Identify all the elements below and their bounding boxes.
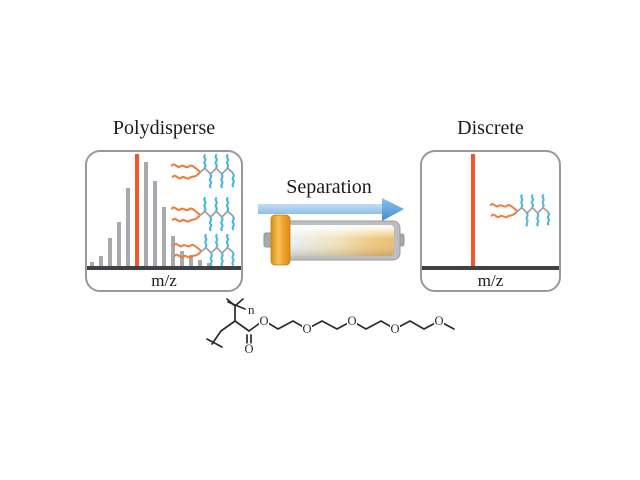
discrete-panel: m/z xyxy=(420,150,561,292)
oxygen-label: O xyxy=(302,322,311,336)
chemical-structure: n O O O O O O xyxy=(206,298,455,356)
spectrum-bar xyxy=(117,222,121,266)
repeat-count-label: n xyxy=(248,302,255,317)
polydisperse-title: Polydisperse xyxy=(112,117,216,139)
separation-arrow-icon xyxy=(258,198,404,221)
polymer-cartoon xyxy=(169,197,237,237)
oxygen-label: O xyxy=(244,342,253,356)
mz-axis-line xyxy=(422,266,559,270)
spectrum-bar xyxy=(171,236,175,266)
peg-chain-bonds xyxy=(267,320,455,330)
spectrum-bar xyxy=(126,188,130,266)
mz-axis-label: m/z xyxy=(477,271,504,290)
oxygen-label: O xyxy=(347,314,356,328)
atom-label-masks xyxy=(244,315,444,355)
backbone-bonds xyxy=(211,320,250,345)
chain-break-slash xyxy=(206,338,223,348)
spectrum-bar xyxy=(198,260,202,266)
carbonyl-double-bond xyxy=(246,334,252,344)
spectrum-bar xyxy=(189,255,193,266)
oxygen-label: O xyxy=(259,314,268,328)
repeat-slash xyxy=(227,301,246,310)
mz-axis-label: m/z xyxy=(151,271,177,290)
ester-bond xyxy=(248,322,261,332)
spectrum-bar xyxy=(144,162,148,266)
polymer-cartoon xyxy=(169,154,237,194)
chromatography-column-icon xyxy=(263,214,405,266)
mass-spectrum-bars xyxy=(90,154,211,266)
oxygen-label: O xyxy=(434,314,443,328)
polymer-cartoon xyxy=(488,194,552,232)
spectrum-bar xyxy=(99,256,103,266)
spectrum-bar xyxy=(108,238,112,266)
spectrum-bar xyxy=(153,181,157,266)
spectrum-bar xyxy=(90,262,94,266)
spectrum-bar xyxy=(180,251,184,266)
oxygen-label: O xyxy=(390,322,399,336)
single-peak-bar xyxy=(471,154,475,266)
polydisperse-panel: m/z xyxy=(85,150,243,292)
spectrum-bar xyxy=(471,154,475,266)
spectrum-bar xyxy=(207,263,211,266)
mz-axis-line xyxy=(87,266,241,270)
spectrum-bar xyxy=(135,154,139,266)
spectrum-bar xyxy=(162,207,166,266)
discrete-title: Discrete xyxy=(457,117,524,139)
separation-label: Separation xyxy=(286,176,372,198)
